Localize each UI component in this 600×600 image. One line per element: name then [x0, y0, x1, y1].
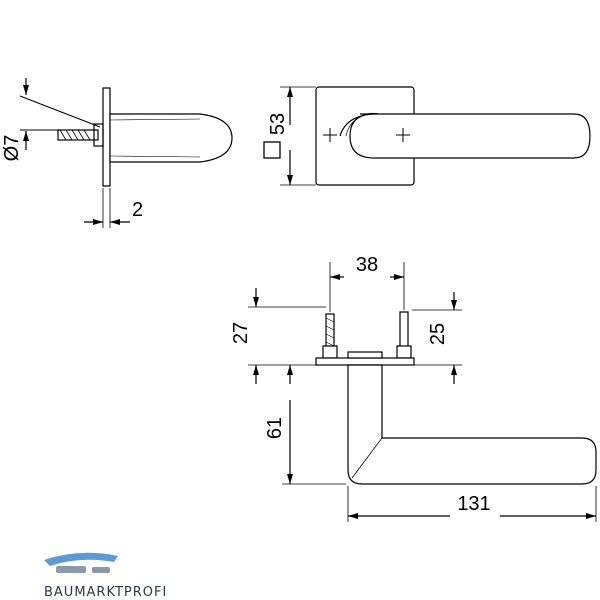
spindle: [57, 129, 99, 141]
pin-thread: [325, 317, 335, 347]
right-pin-collar: [396, 345, 412, 359]
lever-bend-line: [351, 437, 383, 479]
side-view: [19, 78, 233, 228]
rose-plate: [102, 87, 111, 187]
logo-car-icon: [56, 566, 86, 573]
lever-edge-line: [109, 155, 201, 158]
logo-car-icon: [92, 567, 110, 573]
screw-mark: [396, 128, 410, 142]
left-pin-length-label: 27: [230, 322, 252, 344]
rose-base: [315, 357, 415, 366]
screw-mark: [323, 128, 337, 142]
rose-size-label: 53: [267, 113, 289, 135]
lever-body-side: [109, 113, 233, 163]
square-symbol-icon: [263, 141, 281, 159]
diameter-leader: [19, 95, 101, 128]
spindle-seat: [347, 351, 383, 359]
spindle-thread: [59, 129, 91, 141]
rose-thickness-label: 2: [132, 199, 143, 221]
pin-spacing-label: 38: [356, 254, 378, 276]
lever-front: [349, 113, 591, 159]
lever-edge-line: [109, 118, 201, 121]
front-view: [263, 86, 591, 186]
lever-top: [347, 364, 597, 485]
right-pin-length-label: 25: [427, 323, 449, 345]
logo: BAUMARKTPROFI: [44, 552, 167, 600]
bushing: [93, 123, 104, 147]
left-pin-collar: [322, 345, 338, 359]
lever-length-label: 131: [457, 493, 490, 515]
projection-label: 61: [264, 417, 286, 439]
logo-roof-icon: [44, 552, 118, 566]
logo-text: BAUMARKTPROFI: [44, 585, 167, 600]
top-view: [248, 262, 597, 522]
diameter-label: Ø7: [1, 135, 23, 162]
